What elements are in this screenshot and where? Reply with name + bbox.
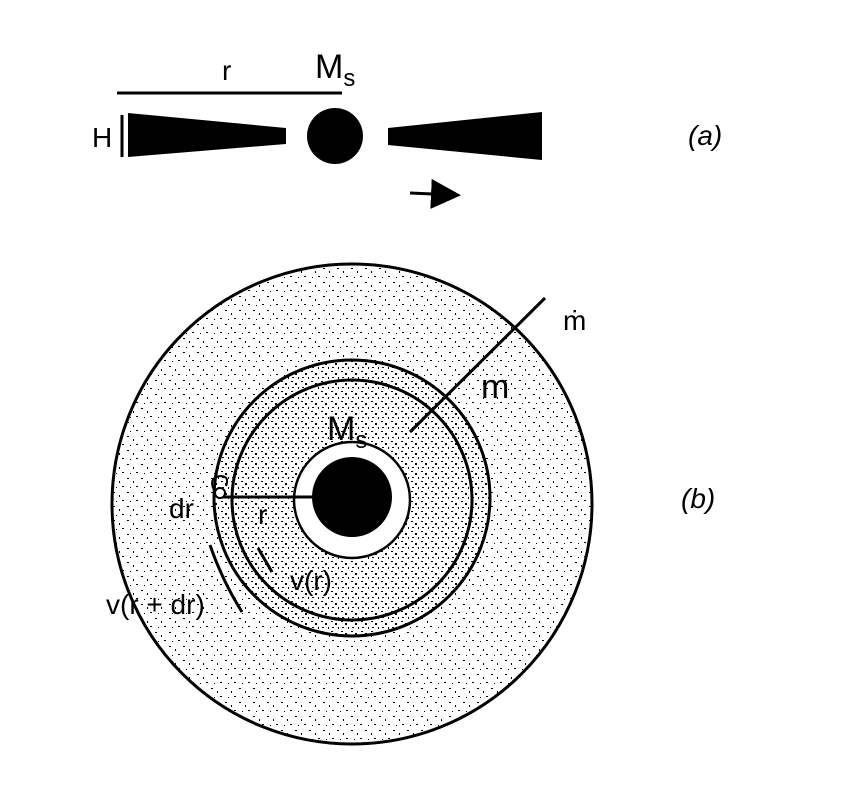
disk-left-wedge — [128, 113, 286, 157]
panel-a: r Ms H (a) — [92, 48, 722, 209]
velocity-arrow-inner — [256, 547, 274, 573]
panel-b: ṁ m Ms r dr v(r) v(r + dr) (b) — [106, 262, 715, 746]
label-r-a: r — [222, 55, 231, 86]
label-Ms-b: Ms — [327, 410, 367, 454]
disk-right-wedge — [388, 112, 542, 160]
label-v-r: v(r) — [290, 565, 332, 596]
velocity-arrow-outer — [208, 544, 244, 613]
dr-bracket — [211, 474, 229, 491]
label-H: H — [92, 122, 112, 153]
annulus-marker — [214, 487, 226, 499]
label-v-rdr: v(r + dr) — [106, 589, 205, 620]
panel-tag-b: (b) — [681, 483, 715, 514]
label-m: m — [481, 368, 509, 406]
label-mdot: ṁ — [563, 305, 586, 336]
central-star-a — [307, 108, 363, 164]
label-Ms-a: Ms — [315, 48, 355, 92]
panel-tag-a: (a) — [688, 120, 722, 151]
label-dr: dr — [169, 493, 194, 524]
central-star-b — [312, 457, 392, 537]
label-r-b: r — [258, 499, 267, 530]
mdot-pointer — [408, 296, 547, 434]
rotation-arrow-a — [409, 178, 461, 209]
